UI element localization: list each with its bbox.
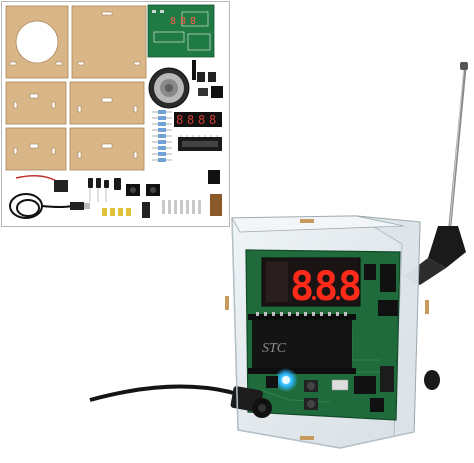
svg-text:8: 8 [180,16,186,27]
svg-text:8: 8 [187,113,194,127]
svg-text:8: 8 [198,113,205,127]
kit-header-pins [210,194,222,216]
acrylic-panels [5,5,147,171]
led-display: 8 8 8 [261,257,362,310]
tactile-buttons [266,376,318,410]
display-digit-1: 8 [290,264,314,310]
acrylic-panel-bottom-right [69,127,145,171]
kit-buttons [126,184,160,196]
kit-yellow-caps [102,208,131,216]
usb-plug [70,202,84,210]
svg-text:8: 8 [209,113,216,127]
kit-usb-cable [9,193,73,219]
display-digit-2: 8 [314,264,338,310]
antenna-base [428,226,466,268]
stc-chip: STC [248,312,356,374]
acrylic-panel-top-right [71,5,147,79]
svg-text:8: 8 [176,113,183,127]
kit-small-parts [192,60,223,98]
antenna [404,62,468,285]
kit-standoffs [162,200,201,214]
kit-dc-jack [54,180,68,192]
kit-speaker [148,67,190,109]
kit-ic-socket [178,135,222,151]
kit-capacitors [88,178,121,202]
power-cable [89,384,272,418]
display-digit-3: 8 [338,264,362,310]
svg-text:8: 8 [190,16,196,27]
chip-label: STC [262,341,287,356]
acrylic-panel-mid-right [69,81,145,125]
svg-text:8: 8 [170,16,176,27]
side-knob [424,370,440,390]
